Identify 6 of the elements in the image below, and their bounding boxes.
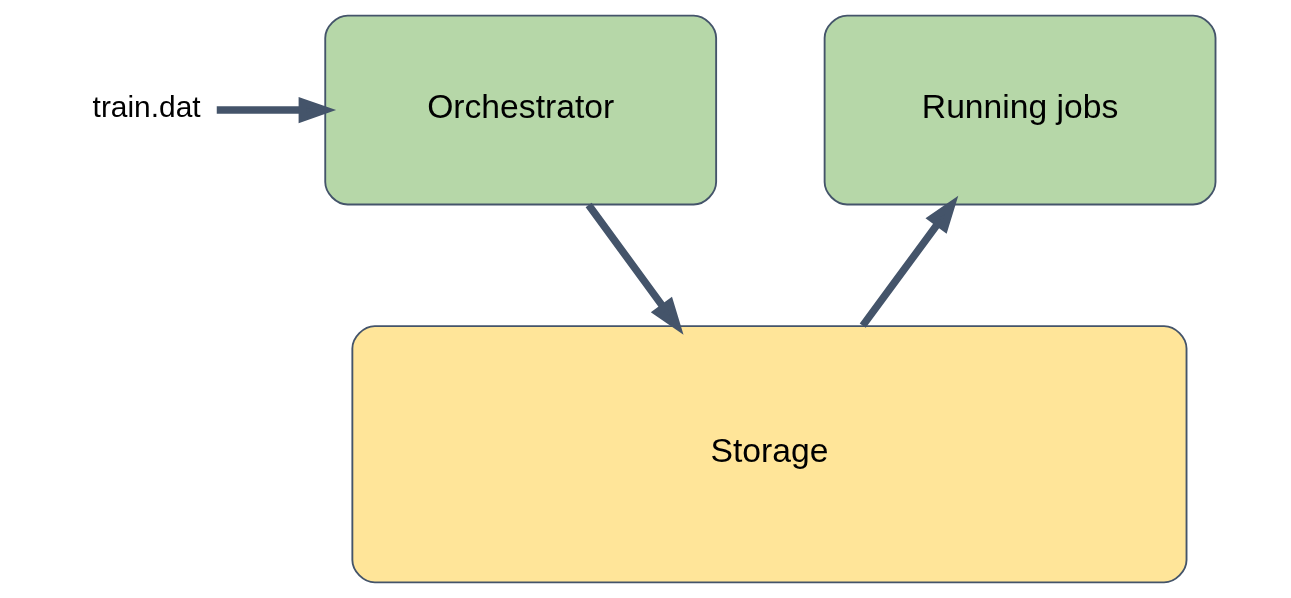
- node-box: Orchestrator: [323, 14, 717, 206]
- arrow: [585, 202, 683, 335]
- node-text: train.dat: [92, 90, 201, 124]
- arrow: [859, 195, 958, 328]
- node-box: Running jobs: [823, 14, 1216, 206]
- node-box: Storage: [350, 325, 1187, 584]
